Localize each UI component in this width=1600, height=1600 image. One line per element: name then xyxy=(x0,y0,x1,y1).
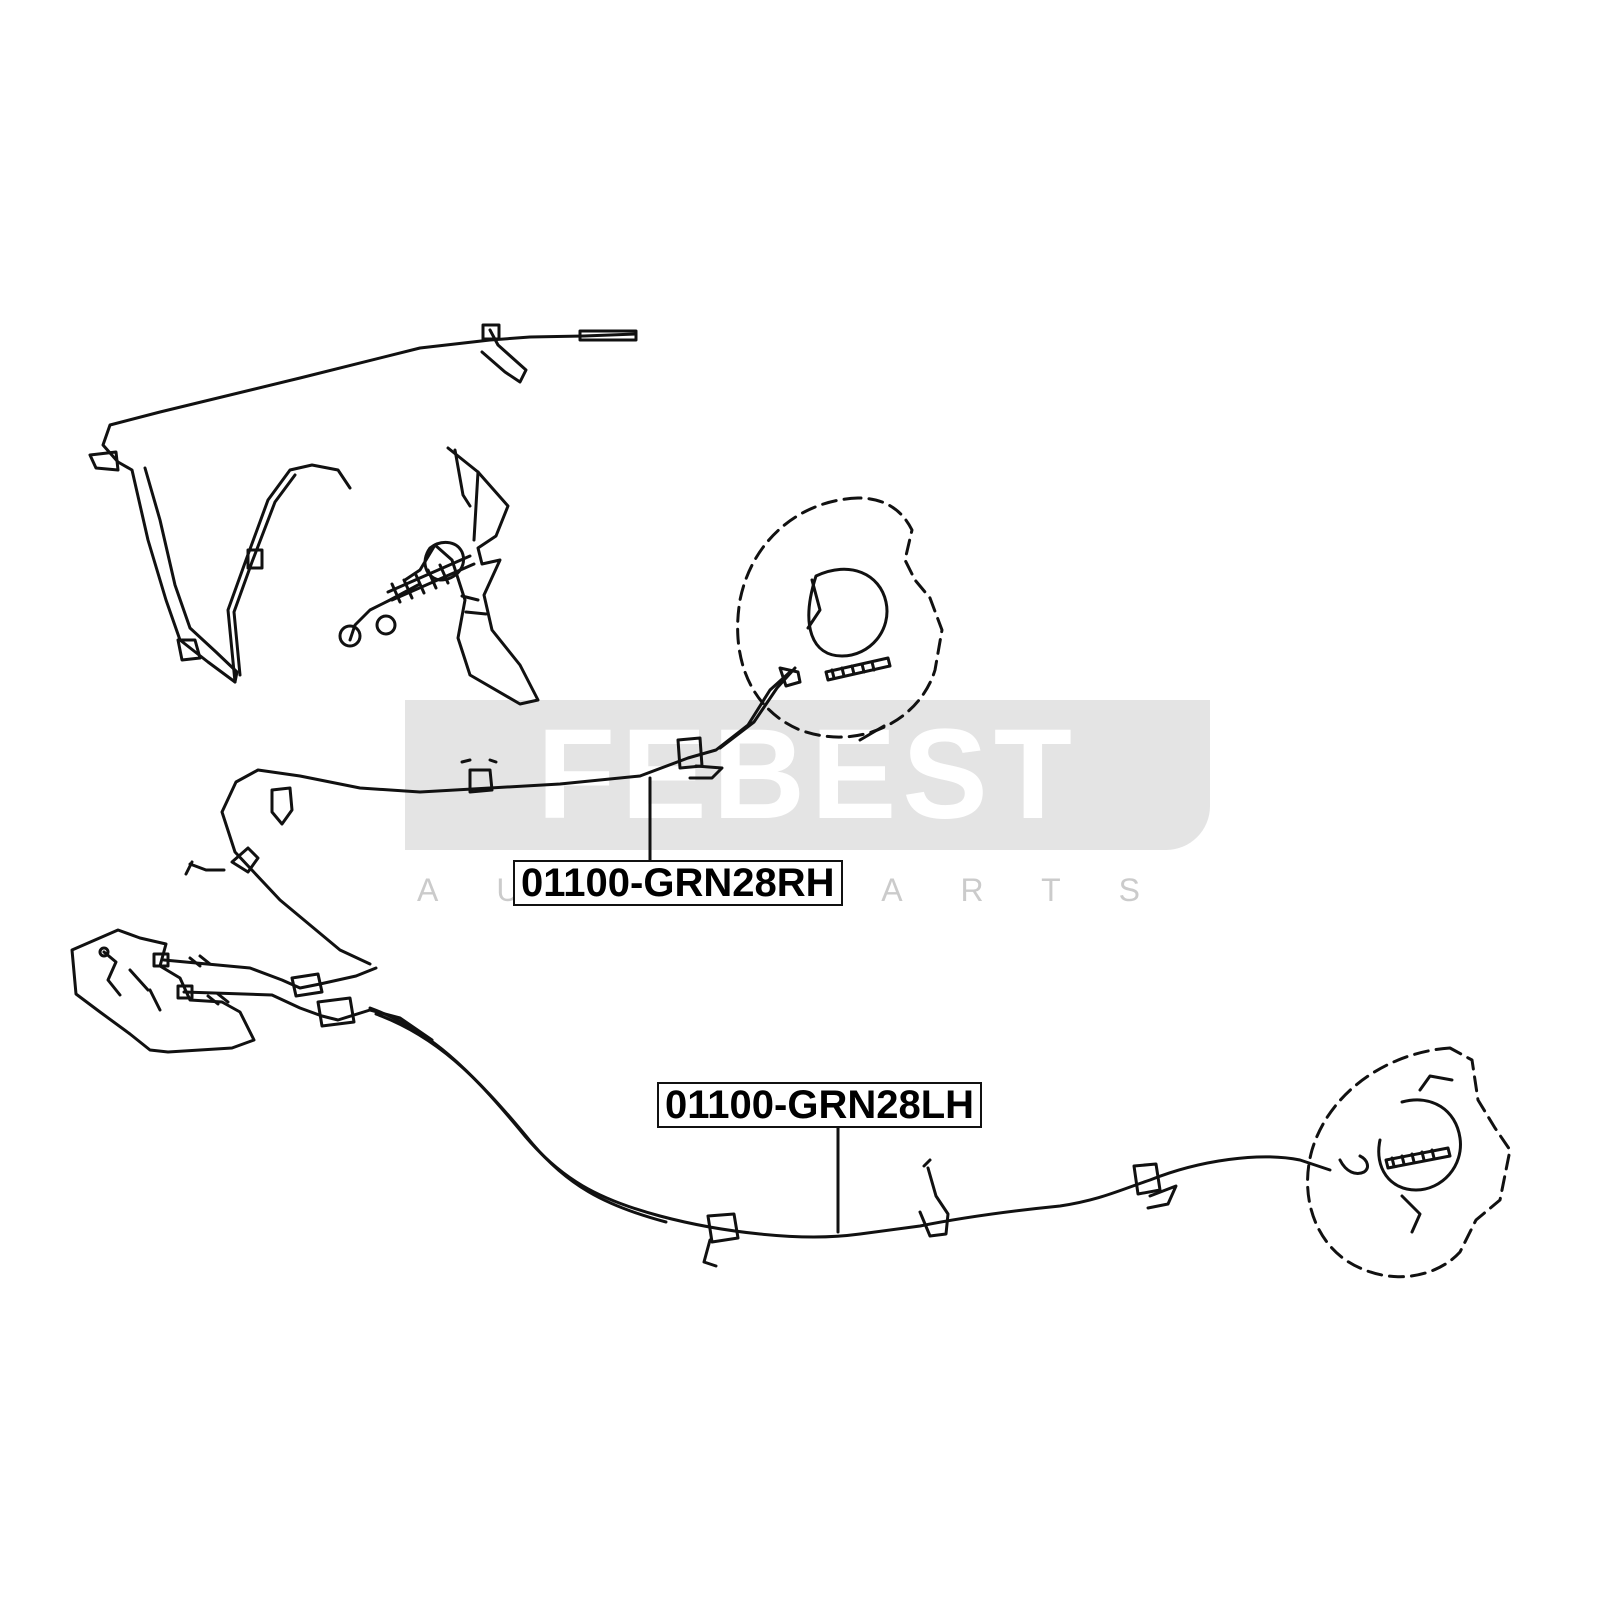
brake-lever-bracket xyxy=(338,446,540,706)
lh-cable xyxy=(368,1006,1332,1268)
part-number-label-rh: 01100-GRN28RH xyxy=(513,860,843,906)
rh-backing-plate xyxy=(736,496,944,742)
watermark-brand: FEBEST xyxy=(537,703,1078,846)
part-number-label-lh: 01100-GRN28LH xyxy=(657,1082,983,1128)
lh-backing-plate xyxy=(1306,1046,1512,1279)
febest-watermark-logo: FEBEST xyxy=(405,700,1210,850)
front-cable xyxy=(88,323,638,684)
equalizer-junction xyxy=(70,928,434,1054)
rh-cable xyxy=(184,666,802,966)
